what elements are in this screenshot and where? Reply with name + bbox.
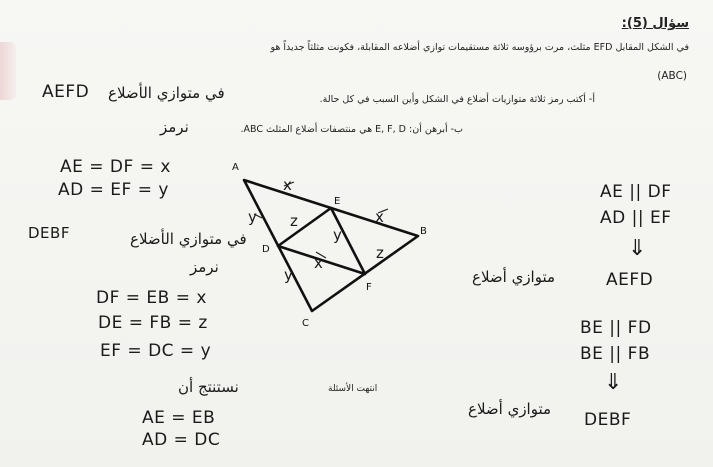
end-note: انتهت الأسئلة (328, 384, 378, 394)
mark-y-2: y (333, 226, 342, 244)
mark-x-3: x (314, 254, 323, 272)
mark-ae (283, 181, 295, 187)
question-part-a: أ- أكتب رمز ثلاثة متوازيات أضلاع في الشك… (319, 94, 595, 105)
equation-df-eb: DF = EB = x (96, 288, 207, 308)
para1-text: في متوازي الأضلاع (108, 84, 225, 102)
implies-arrow-2: ⇓ (604, 370, 623, 395)
question-part-b: ب- أبرهن أن: E, F, D هي منتصفات أضلاع ال… (240, 124, 463, 135)
mark-z-2: z (376, 244, 384, 262)
label-b: B (420, 226, 427, 237)
para-word-2: متوازي أضلاع (468, 400, 552, 418)
mark-ad (253, 213, 263, 219)
label-c: C (302, 318, 309, 329)
para-word-1: متوازي أضلاع (472, 268, 556, 286)
equation-de-fb: DE = FB = z (98, 313, 208, 333)
equation-ae-df: AE = DF = x (60, 157, 171, 177)
equation-ad-ef: AD = EF = y (58, 180, 169, 200)
mark-df (315, 251, 327, 259)
question-intro: في الشكل المقابل EFD مثلث، مرت برؤوسه ثل… (270, 42, 689, 53)
parallel-be-fd: BE || FD (580, 318, 652, 338)
implies-arrow-1: ⇓ (628, 236, 647, 261)
mark-y-1: y (248, 208, 257, 226)
para2-text: في متوازي الأضلاع (130, 230, 247, 248)
mark-x-1: x (283, 176, 292, 194)
triangle-efd (276, 206, 367, 276)
para1-label: AEFD (42, 82, 90, 102)
equation-ef-dc: EF = DC = y (100, 341, 212, 361)
label-f: F (366, 282, 372, 293)
question-abc: (ABC) (657, 70, 687, 82)
mark-x-2: x (375, 208, 384, 226)
label-d: D (262, 244, 270, 255)
symbol-word-2: نرمز (190, 258, 219, 276)
mark-y-3: y (284, 266, 293, 284)
parallel-ae-df: AE || DF (600, 182, 672, 202)
triangle-abc (242, 178, 420, 313)
parallel-be-fb: BE || FB (580, 344, 651, 364)
mark-eb (377, 208, 389, 214)
page-edge-stain (0, 42, 16, 100)
equation-ae-eb: AE = EB (142, 408, 216, 428)
conclude-word: نستنتج أن (178, 378, 239, 396)
question-title: سؤال (5): (621, 16, 689, 31)
label-a: A (232, 162, 239, 173)
mark-z-1: z (290, 212, 298, 230)
parallel-ad-ef: AD || EF (600, 208, 672, 228)
para2-label: DEBF (28, 224, 70, 242)
symbol-word-1: نرمز (160, 118, 189, 136)
label-e: E (334, 196, 340, 207)
equation-ad-dc: AD = DC (142, 430, 221, 450)
result-debf: DEBF (584, 410, 632, 430)
result-aefd: AEFD (606, 270, 654, 290)
